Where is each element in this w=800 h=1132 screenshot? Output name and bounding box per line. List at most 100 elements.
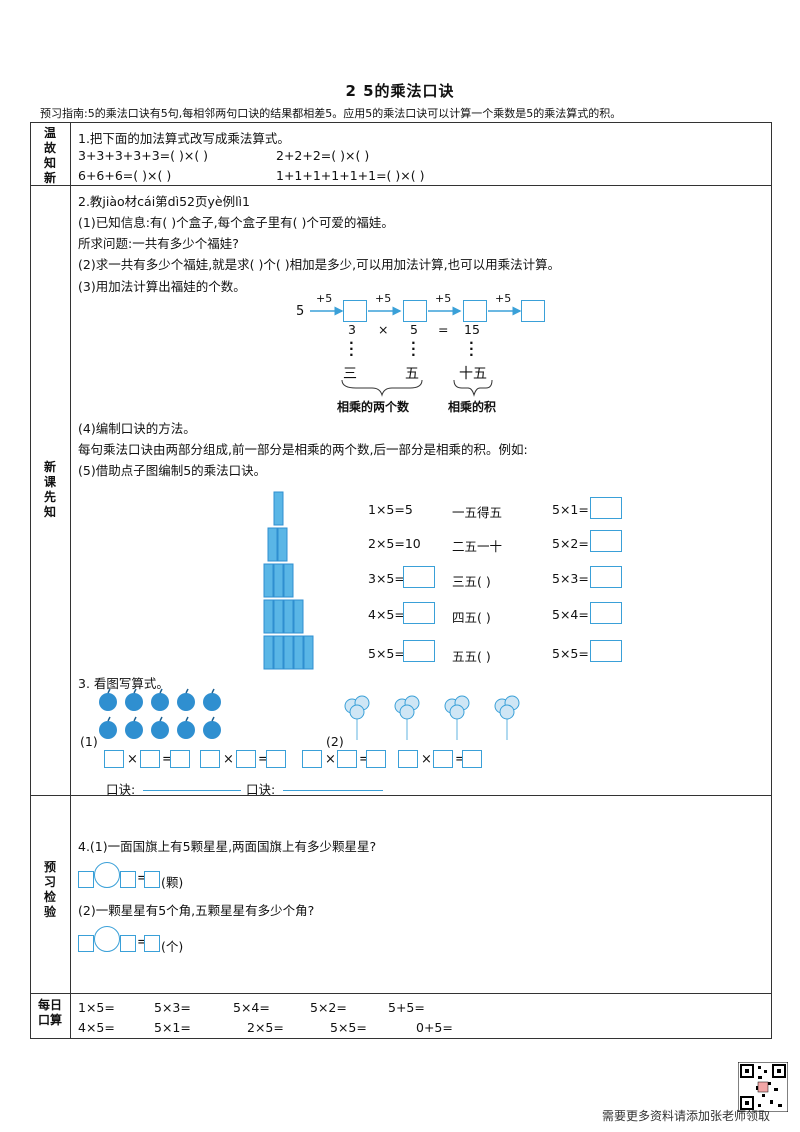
page-title: 2 5的乘法口诀 [345, 82, 455, 100]
cn-numeral: 三 [343, 366, 357, 382]
qr-code-icon [738, 1062, 788, 1112]
answer-box[interactable] [343, 300, 367, 322]
eq-term: 15 [464, 322, 480, 337]
daily-item: 0+5= [416, 1020, 453, 1035]
cn-numeral: 十五 [459, 366, 487, 382]
chain-arrows [310, 306, 522, 316]
equals-sign: = [137, 871, 148, 886]
step-1-question: 所求问题:一共有多少个福娃? [78, 236, 239, 251]
answer-box[interactable] [170, 750, 190, 768]
table-cell: 二五一十 [452, 539, 503, 554]
daily-item: 1×5= [78, 1000, 115, 1015]
table-cell: 四五( ) [452, 610, 491, 625]
question-2: 2.教jiào材cái第dì52页yè例lì1 [78, 194, 250, 209]
table-cell: 5×2= [552, 536, 589, 551]
step-2: (2)求一共有多少个福娃,就是求( )个( )相加是多少,可以用加法计算,也可以… [78, 257, 561, 272]
answer-box[interactable] [337, 750, 357, 768]
section-label-daily: 每日口算 [37, 998, 62, 1027]
answer-box[interactable] [366, 750, 386, 768]
table-cell: 一五得五 [452, 505, 503, 520]
answer-box[interactable] [463, 300, 487, 322]
operator-circle[interactable] [94, 926, 120, 952]
answer-box[interactable] [120, 935, 136, 952]
daily-item: 5×3= [154, 1000, 191, 1015]
chain-op: +5 [435, 292, 452, 305]
answer-box[interactable] [78, 871, 94, 888]
equals-sign: = [162, 752, 173, 767]
unit-label: (个) [161, 939, 184, 954]
answer-box[interactable] [200, 750, 220, 768]
table-cell: 4×5= [368, 607, 405, 622]
answer-box[interactable] [398, 750, 418, 768]
answer-box[interactable] [140, 750, 160, 768]
step-3: (3)用加法计算出福娃的个数。 [78, 279, 246, 294]
chain-op: +5 [375, 292, 392, 305]
eq-sym: × [378, 322, 389, 337]
answer-box[interactable] [403, 640, 435, 662]
daily-item: 5×2= [310, 1000, 347, 1015]
answer-box[interactable] [236, 750, 256, 768]
koujue-blank[interactable] [283, 790, 383, 791]
apples-image [99, 688, 221, 739]
answer-box[interactable] [104, 750, 124, 768]
answer-box[interactable] [266, 750, 286, 768]
answer-box[interactable] [590, 530, 622, 552]
operator-circle[interactable] [94, 862, 120, 888]
table-cell: 2×5=10 [368, 536, 421, 551]
daily-item: 4×5= [78, 1020, 115, 1035]
braces [341, 379, 493, 397]
daily-item: 2×5= [247, 1020, 284, 1035]
brace-label: 相乘的两个数 [337, 400, 410, 414]
answer-box[interactable] [433, 750, 453, 768]
eq-sym: = [438, 322, 449, 337]
koujue-blank[interactable] [143, 790, 241, 791]
table-cell: 5×4= [552, 607, 589, 622]
step-5: (5)借助点子图编制5的乘法口诀。 [78, 463, 267, 478]
koujue-label: 口诀: [246, 782, 276, 797]
section-label-new: 新课先知 [43, 460, 56, 519]
answer-box[interactable] [403, 300, 427, 322]
times-sign: × [127, 752, 138, 767]
question-4: 4.(1)一面国旗上有5颗星星,两面国旗上有多少颗星星? [78, 839, 377, 854]
daily-item: 5×4= [233, 1000, 270, 1015]
answer-box[interactable] [590, 640, 622, 662]
balloons-image [344, 695, 520, 740]
daily-item: 5×1= [154, 1020, 191, 1035]
review-eq: 2+2+2=( )×( ) [276, 148, 370, 163]
answer-box[interactable] [462, 750, 482, 768]
table-cell: 5×5= [368, 646, 405, 661]
answer-box[interactable] [144, 935, 160, 952]
koujue-label: 口诀: [106, 782, 136, 797]
answer-box[interactable] [403, 566, 435, 588]
answer-box[interactable] [302, 750, 322, 768]
question-3: 3. 看图写算式。 [78, 676, 169, 691]
table-cell: 5×3= [552, 571, 589, 586]
equals-sign: = [359, 752, 370, 767]
answer-box[interactable] [590, 566, 622, 588]
step-1: (1)已知信息:有( )个盒子,每个盒子里有( )个可爱的福娃。 [78, 215, 394, 230]
times-sign: × [325, 752, 336, 767]
times-sign: × [421, 752, 432, 767]
answer-box[interactable] [403, 602, 435, 624]
answer-box[interactable] [590, 497, 622, 519]
times-sign: × [223, 752, 234, 767]
answer-box[interactable] [120, 871, 136, 888]
step-4-text: 每句乘法口诀由两部分组成,前一部分是相乘的两个数,后一部分是相乘的积。例如: [78, 442, 528, 457]
footer-text: 需要更多资料请添加张老师领取 [601, 1109, 770, 1123]
chain-op: +5 [495, 292, 512, 305]
dots: ··· [349, 335, 354, 362]
unit-label: (颗) [161, 875, 184, 890]
section-label-review: 温故知新 [43, 126, 56, 185]
brace-label: 相乘的积 [448, 400, 497, 414]
part-label: (2) [326, 734, 344, 749]
dots: ··· [411, 335, 416, 362]
cn-numeral: 五 [405, 366, 419, 382]
dots: ··· [469, 335, 474, 362]
question-4-2: (2)一颗星星有5个角,五颗星星有多少个角? [78, 903, 315, 918]
answer-box[interactable] [521, 300, 545, 322]
answer-box[interactable] [144, 871, 160, 888]
answer-box[interactable] [590, 602, 622, 624]
daily-item: 5×5= [330, 1020, 367, 1035]
eq-term: 3 [348, 322, 356, 337]
answer-box[interactable] [78, 935, 94, 952]
